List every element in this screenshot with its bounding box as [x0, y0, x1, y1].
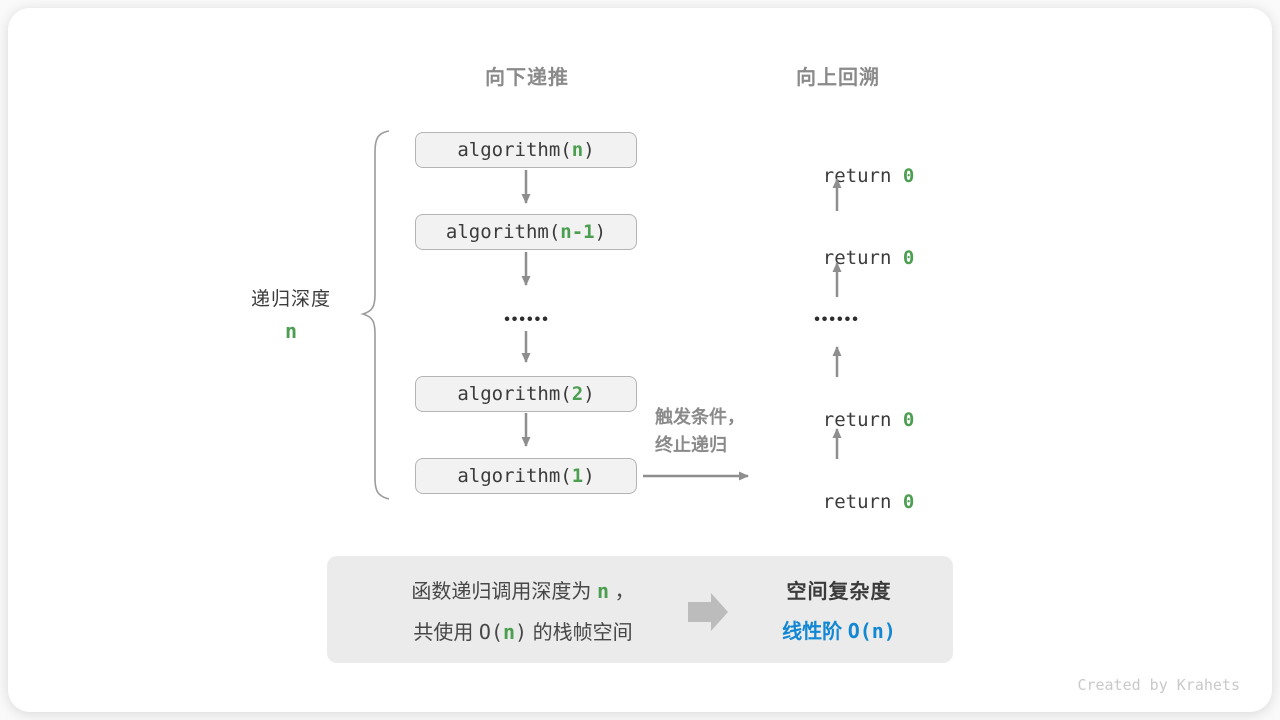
return-statement: return 0	[777, 219, 915, 297]
call-box-algorithm-1: algorithm(1)	[415, 458, 637, 494]
space-complexity-result: 线性阶 O(n)	[782, 619, 896, 643]
ellipsis-right: ••••••	[814, 311, 860, 328]
call-text: )	[583, 465, 595, 487]
summary-box: 函数递归调用深度为 n ， 共使用 O(n) 的栈帧空间 空间复杂度 线性阶 O…	[327, 556, 953, 663]
return-keyword: return	[822, 491, 903, 513]
recursion-depth-value: n	[284, 319, 298, 343]
call-arg: 2	[571, 383, 584, 405]
return-value: 0	[902, 409, 915, 431]
call-text: algorithm(	[457, 465, 572, 487]
return-statement: return 0	[777, 137, 915, 215]
summary-line2: 共使用 O(n) 的栈帧空间	[413, 619, 633, 644]
call-text: algorithm(	[445, 221, 561, 243]
summary-line1: 函数递归调用深度为 n ，	[411, 578, 635, 603]
call-text: algorithm(	[457, 139, 572, 161]
call-text: )	[594, 221, 607, 243]
return-keyword: return	[822, 165, 903, 187]
return-value: 0	[902, 165, 915, 187]
credit-watermark: Created by Krahets	[1077, 676, 1240, 694]
call-arg: 1	[571, 465, 584, 487]
call-text: )	[583, 383, 595, 405]
call-box-algorithm-n-1: algorithm(n-1)	[415, 214, 637, 250]
space-complexity-title: 空间复杂度	[786, 581, 892, 603]
terminate-line2: 终止递归	[655, 435, 727, 455]
terminate-condition-label: 触发条件， 终止递归	[655, 403, 775, 459]
ellipsis-left: ••••••	[504, 311, 550, 328]
summary-description: 函数递归调用深度为 n ， 共使用 O(n) 的栈帧空间	[327, 556, 719, 663]
call-arg: n-1	[560, 221, 595, 243]
call-arg: n	[571, 139, 584, 161]
terminate-line1: 触发条件，	[655, 407, 745, 427]
header-backtrack-up: 向上回溯	[796, 67, 880, 89]
call-text: )	[583, 139, 595, 161]
return-statement: return 0	[777, 463, 915, 541]
call-text: algorithm(	[457, 383, 572, 405]
recursion-depth-label: 递归深度	[250, 289, 331, 310]
return-value: 0	[902, 491, 915, 513]
header-recurse-down: 向下递推	[485, 67, 569, 89]
return-keyword: return	[822, 409, 903, 431]
summary-conclusion: 空间复杂度 线性阶 O(n)	[711, 556, 967, 663]
return-keyword: return	[822, 247, 903, 269]
call-box-algorithm-2: algorithm(2)	[415, 376, 637, 412]
return-value: 0	[902, 247, 915, 269]
call-box-algorithm-n: algorithm(n)	[415, 132, 637, 168]
return-statement: return 0	[777, 381, 915, 459]
